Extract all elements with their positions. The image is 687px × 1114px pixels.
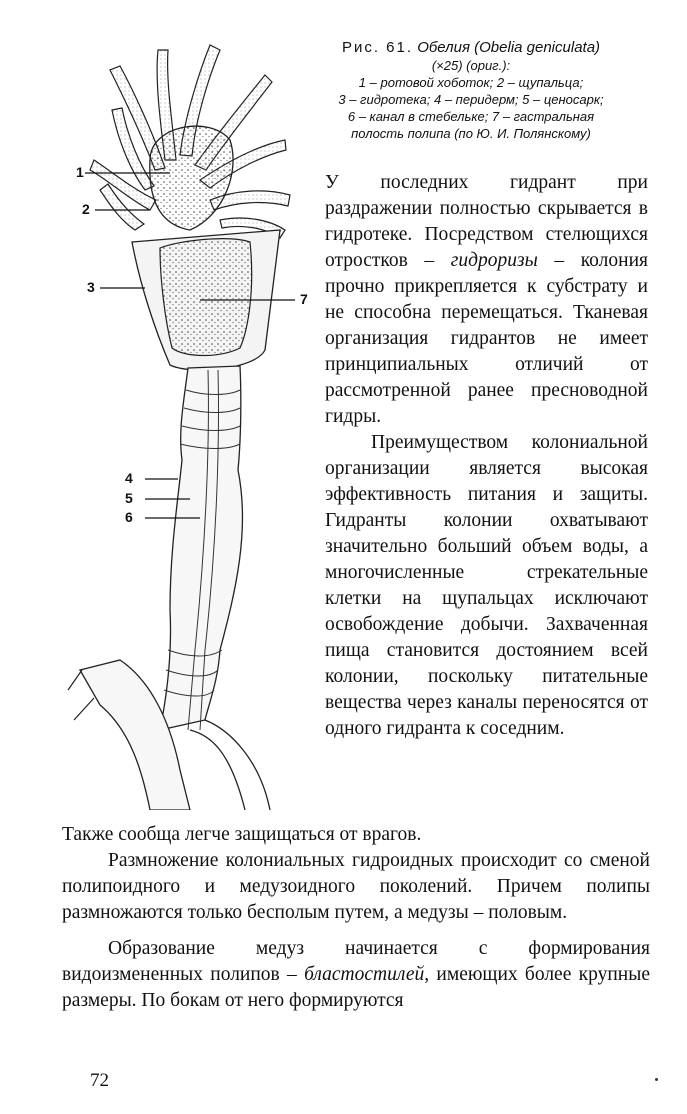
caption-line: (×25) (ориг.): bbox=[431, 58, 511, 73]
paragraph: У последних гидрант при раздражении полн… bbox=[325, 170, 648, 430]
paragraph-text: – колония прочно прикрепляется к субстра… bbox=[325, 250, 648, 427]
scan-speck bbox=[655, 1078, 658, 1081]
caption-figure-number: Рис. 61. bbox=[341, 39, 414, 56]
caption-line: 1 – ротовой хоботок; 2 – щупальца; bbox=[358, 75, 584, 90]
page-number: 72 bbox=[90, 1070, 109, 1091]
paragraph-text: У последних гидрант при раздражении полн… bbox=[325, 172, 648, 271]
caption-line: 6 – канал в стебельке; 7 – гастральная bbox=[347, 109, 595, 124]
paragraph: Преимуществом колониальной организации я… bbox=[325, 432, 648, 739]
figure-label-2: 2 bbox=[82, 201, 90, 217]
figure-caption: Рис. 61. Обелия (Obelia geniculata) (×25… bbox=[300, 38, 642, 142]
caption-species: Обелия (Obelia geniculata) bbox=[417, 39, 601, 56]
italic-term: бластостилей bbox=[304, 964, 425, 985]
figure-label-1: 1 bbox=[76, 164, 84, 180]
figure-label-5: 5 bbox=[125, 490, 133, 506]
figure-label-3: 3 bbox=[87, 279, 95, 295]
italic-term: гидроризы bbox=[450, 250, 538, 271]
obelia-figure: 1 2 3 7 4 5 6 bbox=[60, 30, 330, 810]
figure-label-6: 6 bbox=[125, 509, 133, 525]
figure-label-4: 4 bbox=[125, 470, 133, 486]
caption-title-line: Рис. 61. Обелия (Obelia geniculata) bbox=[300, 38, 642, 57]
paragraph-text: Образование медуз начинается с формирова… bbox=[62, 938, 650, 985]
caption-line: полость полипа (по Ю. И. Полянскому) bbox=[351, 126, 591, 141]
paragraph: Размножение колониальных гидроидных прои… bbox=[62, 850, 650, 923]
caption-line: 3 – гидротека; 4 – перидерм; 5 – ценосар… bbox=[338, 92, 604, 107]
paragraph: Образование медуз начинается с формирова… bbox=[62, 936, 650, 1014]
obelia-drawing bbox=[67, 44, 295, 810]
paragraph-text: , имеющих более крупные размеры. По бока… bbox=[62, 964, 650, 1011]
column-text: У последних гидрант при раздражении полн… bbox=[325, 170, 648, 742]
paragraph: Также сообща легче защищаться от врагов. bbox=[62, 824, 422, 845]
body-text: Также сообща легче защищаться от врагов.… bbox=[62, 822, 650, 1014]
figure-label-7: 7 bbox=[300, 291, 308, 307]
